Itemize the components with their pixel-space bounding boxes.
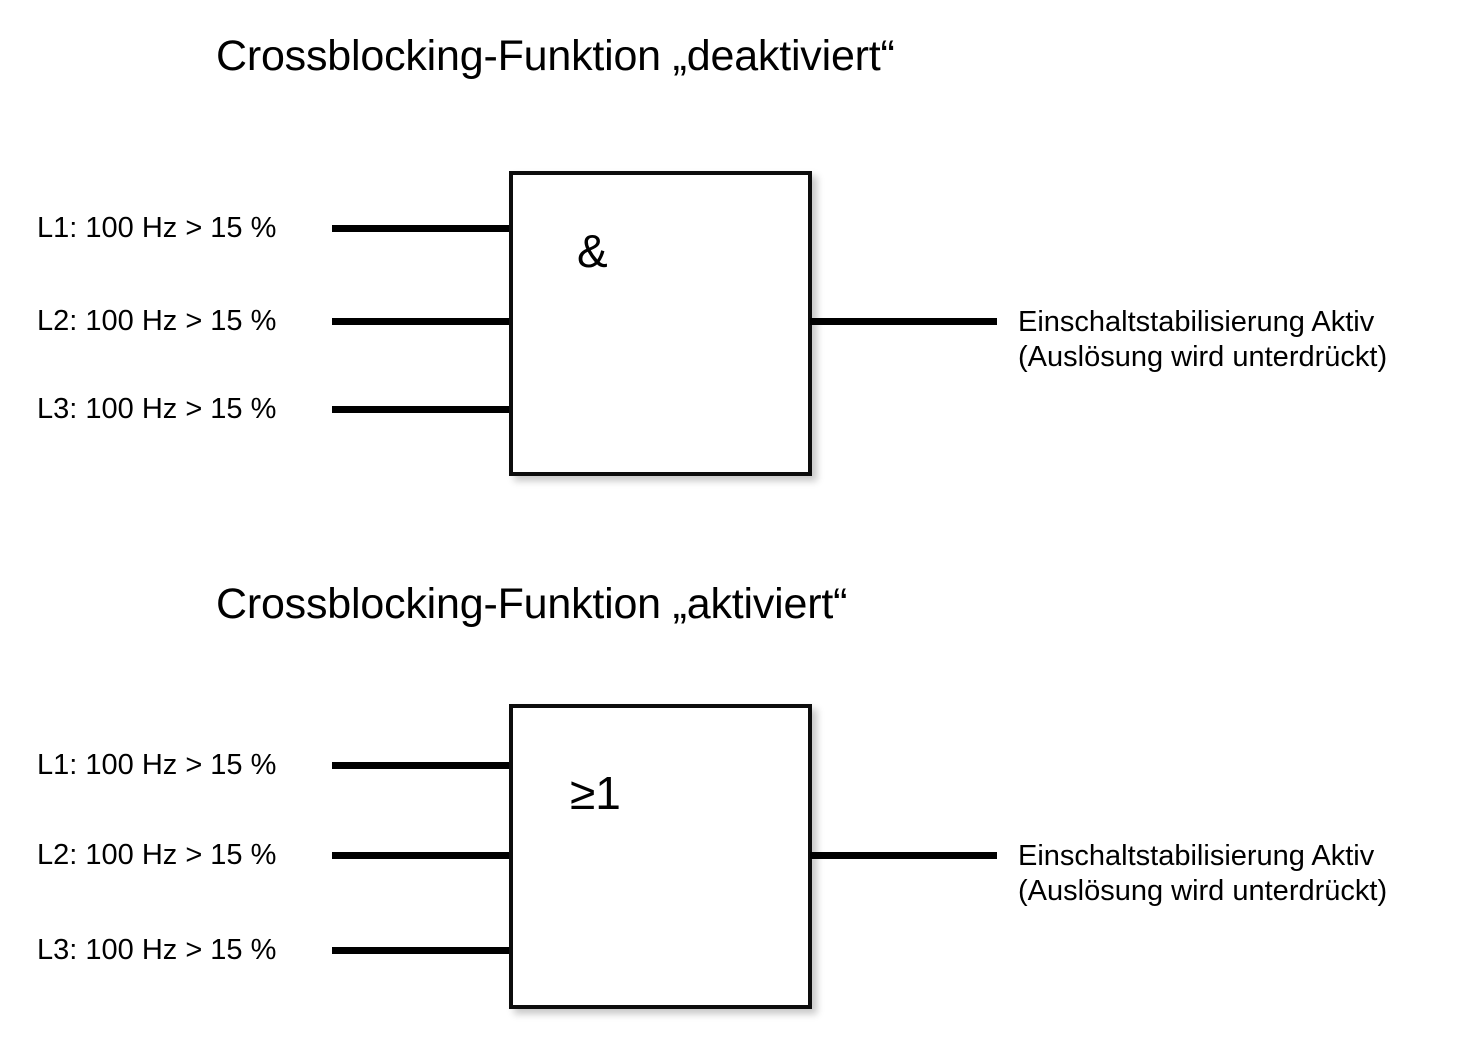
output-label-line1-section1: Einschaltstabilisierung Aktiv <box>1018 306 1375 338</box>
output-label-section1: Einschaltstabilisierung Aktiv (Auslösung… <box>1018 305 1387 375</box>
output-wire-section2 <box>810 852 997 859</box>
output-label-line2-section2: (Auslösung wird unterdrückt) <box>1018 875 1388 907</box>
input-wire-l2-section2 <box>332 852 513 859</box>
input-label-l2-section2: L2: 100 Hz > 15 % <box>37 839 277 871</box>
section-title-aktiviert: Crossblocking-Funktion „aktiviert“ <box>216 580 848 628</box>
section-title-deaktiviert: Crossblocking-Funktion „deaktiviert“ <box>216 32 895 80</box>
output-label-line2-section1: (Auslösung wird unterdrückt) <box>1018 341 1388 373</box>
or-gate-box: ≥1 <box>509 704 812 1009</box>
output-label-line1-section2: Einschaltstabilisierung Aktiv <box>1018 840 1375 872</box>
input-label-l1-section1: L1: 100 Hz > 15 % <box>37 212 277 244</box>
input-wire-l1-section2 <box>332 762 513 769</box>
and-gate-symbol: & <box>577 225 608 277</box>
input-label-l1-section2: L1: 100 Hz > 15 % <box>37 749 277 781</box>
output-label-section2: Einschaltstabilisierung Aktiv (Auslösung… <box>1018 839 1387 909</box>
and-gate-box: & <box>509 171 812 476</box>
output-wire-section1 <box>810 318 997 325</box>
input-wire-l3-section2 <box>332 947 513 954</box>
input-label-l3-section2: L3: 100 Hz > 15 % <box>37 934 277 966</box>
input-label-l2-section1: L2: 100 Hz > 15 % <box>37 305 277 337</box>
input-wire-l1-section1 <box>332 225 513 232</box>
input-wire-l2-section1 <box>332 318 513 325</box>
input-wire-l3-section1 <box>332 406 513 413</box>
or-gate-symbol: ≥1 <box>570 767 621 819</box>
input-label-l3-section1: L3: 100 Hz > 15 % <box>37 393 277 425</box>
